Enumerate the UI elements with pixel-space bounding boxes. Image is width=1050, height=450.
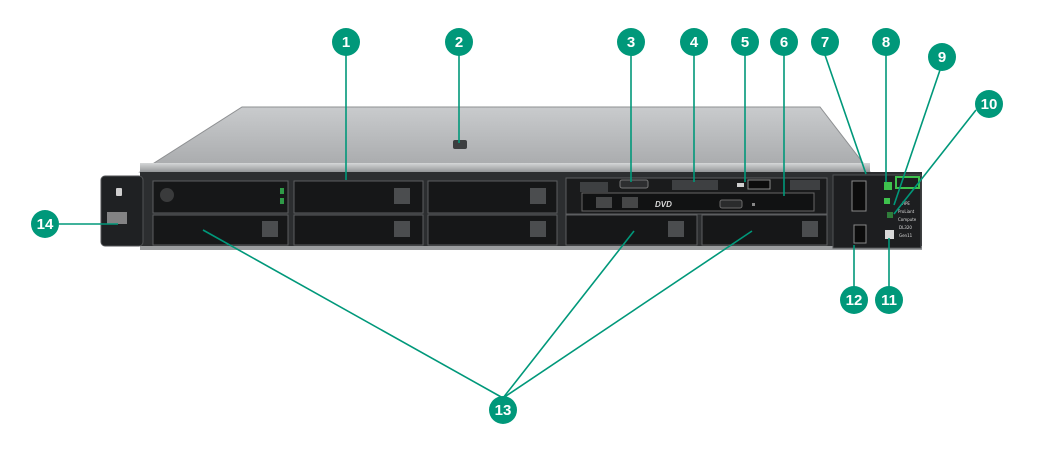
uid-button[interactable] <box>885 230 894 239</box>
drive-latch-button-icon <box>160 188 174 202</box>
leader-line-9 <box>893 69 941 206</box>
chassis-bottom-edge <box>140 246 922 250</box>
callout-label: 5 <box>741 34 749 51</box>
callout-8: 8 <box>872 28 900 56</box>
right-rack-ear: HPE ProLiant Compute DL320 Gen11 <box>832 174 922 249</box>
callout-2: 2 <box>445 28 473 56</box>
drive-bay-handle-icon <box>394 188 410 204</box>
callout-11: 11 <box>875 286 903 314</box>
optical-drive[interactable] <box>581 192 815 212</box>
vent-grille <box>580 182 608 192</box>
emergency-eject-hole[interactable] <box>752 203 755 206</box>
drive-bay[interactable] <box>293 180 424 214</box>
drive-bay[interactable] <box>565 214 698 246</box>
display-port[interactable] <box>619 179 649 189</box>
leader-line-10 <box>893 109 977 215</box>
nic-status-led <box>887 212 893 218</box>
front-panel-line: DL320 <box>899 225 912 230</box>
drive-bay-handle-icon <box>530 221 546 237</box>
usb-icon <box>737 183 744 187</box>
callout-3: 3 <box>617 28 645 56</box>
front-panel-line: HPE <box>902 201 910 206</box>
drive-bay[interactable] <box>701 214 828 246</box>
callout-12: 12 <box>840 286 868 314</box>
callout-13: 13 <box>489 396 517 424</box>
callout-label: 3 <box>627 34 635 51</box>
universal-media-bay: DVD <box>565 177 828 215</box>
chassis-top-cover <box>138 106 872 173</box>
usb-port[interactable] <box>747 179 771 190</box>
callout-label: 1 <box>342 34 350 51</box>
drive-bay[interactable] <box>152 180 289 214</box>
callout-7: 7 <box>811 28 839 56</box>
rack-ear-id-icon <box>116 188 122 196</box>
drive-bay-handle-icon <box>802 221 818 237</box>
power-button-led[interactable] <box>884 182 892 190</box>
chassis-front-lip <box>140 163 870 173</box>
rack-ear-label <box>107 212 127 224</box>
ilo-service-port[interactable] <box>853 224 867 244</box>
vent-grille <box>672 180 718 190</box>
callout-14: 14 <box>31 210 59 238</box>
callout-label: 7 <box>821 34 829 51</box>
leader-line-13a <box>202 229 504 399</box>
disc-logo-icon <box>596 197 612 208</box>
callout-label: 2 <box>455 34 463 51</box>
drive-bay[interactable] <box>293 214 424 246</box>
left-rack-ear <box>100 175 144 247</box>
callout-10: 10 <box>975 90 1003 118</box>
callout-label: 9 <box>938 49 946 66</box>
front-panel-line: Gen11 <box>899 233 913 238</box>
vent-grille <box>790 180 820 190</box>
callout-label: 10 <box>981 96 998 113</box>
health-led <box>884 198 890 204</box>
drive-cage <box>152 180 828 246</box>
drive-bay-handle-icon <box>668 221 684 237</box>
callout-4: 4 <box>680 28 708 56</box>
callout-label: 8 <box>882 34 890 51</box>
callout-5: 5 <box>731 28 759 56</box>
callout-6: 6 <box>770 28 798 56</box>
drive-status-led <box>280 198 284 204</box>
callout-label: 11 <box>881 292 897 309</box>
optical-eject-button[interactable] <box>719 199 743 209</box>
optical-drive-label: DVD <box>655 200 672 209</box>
leader-line-13b <box>502 230 635 399</box>
front-panel-line: ProLiant <box>898 209 915 214</box>
leader-lines <box>59 54 977 399</box>
drive-bay[interactable] <box>427 214 558 246</box>
leader-line-13c <box>502 230 753 399</box>
disc-logo-icon <box>622 197 638 208</box>
hpe-logo <box>453 140 467 149</box>
drive-status-led <box>280 188 284 194</box>
leader-line-7 <box>824 54 867 175</box>
callout-1: 1 <box>332 28 360 56</box>
front-panel-line: Compute <box>898 217 917 222</box>
drive-bay[interactable] <box>427 180 558 214</box>
callout-label: 4 <box>690 34 699 51</box>
drive-bay-handle-icon <box>262 221 278 237</box>
callout-label: 6 <box>780 34 788 51</box>
callout-label: 13 <box>495 402 512 419</box>
front-usb-port[interactable] <box>851 180 867 212</box>
front-panel-model-label: HPE ProLiant Compute DL320 Gen11 <box>898 201 917 238</box>
drive-bay-handle-icon <box>394 221 410 237</box>
callout-label: 12 <box>846 292 863 309</box>
callout-label: 14 <box>37 216 54 233</box>
callout-badges: 1 2 3 4 5 6 7 8 <box>31 28 1003 424</box>
drive-bay-handle-icon <box>530 188 546 204</box>
callout-9: 9 <box>928 43 956 71</box>
